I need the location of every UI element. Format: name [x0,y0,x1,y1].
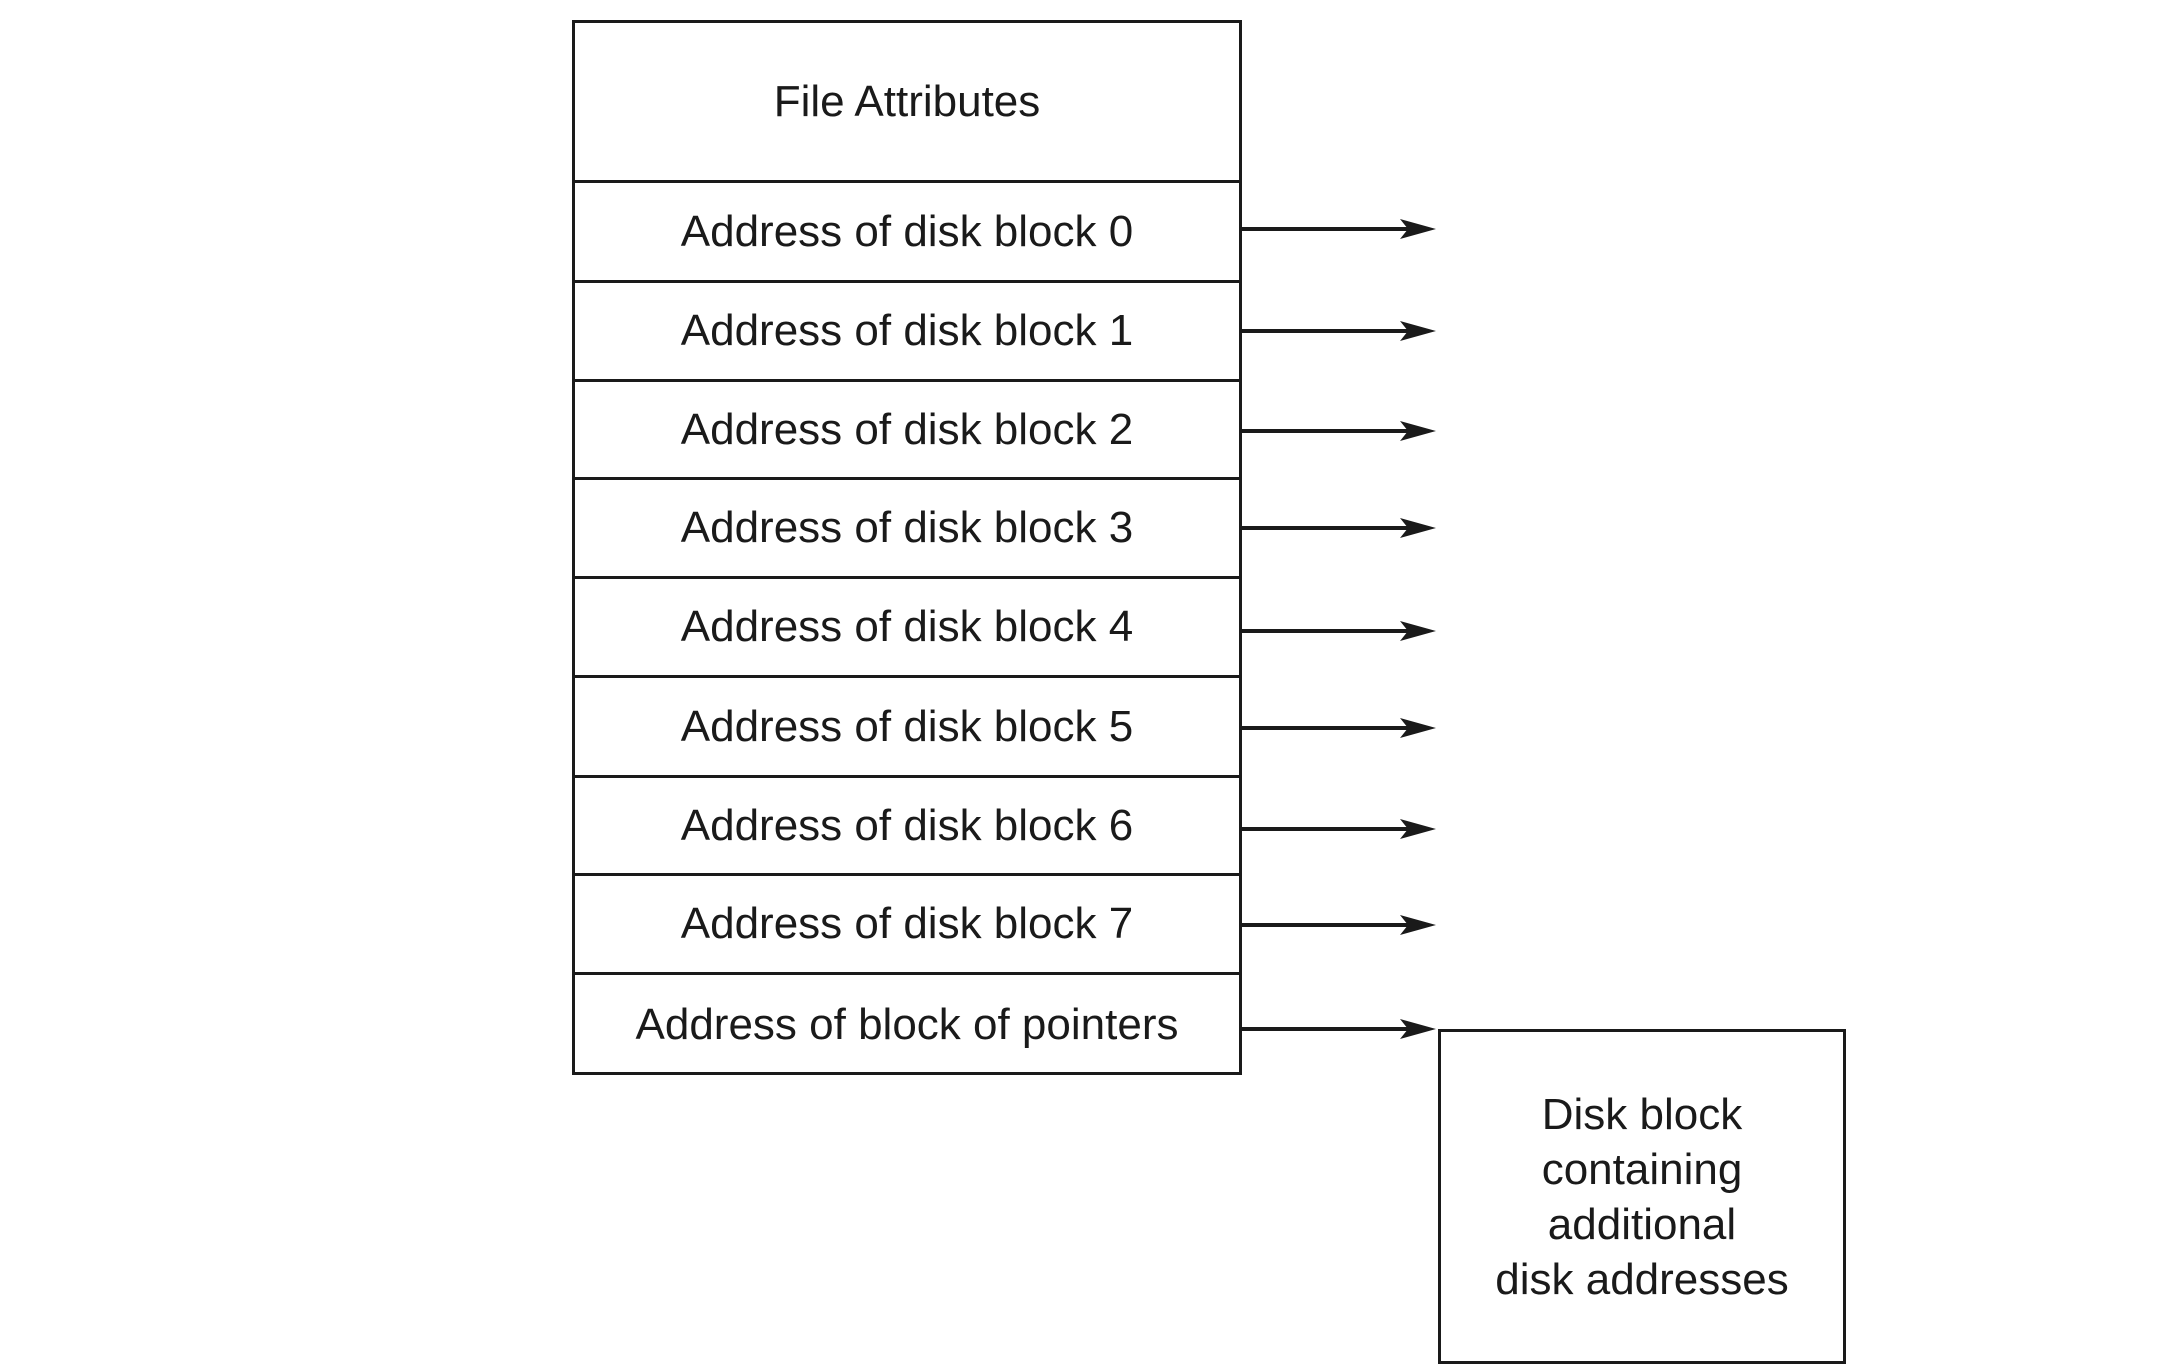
arrow-block-1 [1242,321,1436,341]
arrow-block-3 [1242,518,1436,538]
arrow-block-2 [1242,421,1436,441]
indirect-block-label: Disk block containing additional disk ad… [1495,1089,1789,1304]
disk-block-address-4: Address of disk block 4 [575,576,1239,675]
inode-table: File Attributes Address of disk block 0 … [572,20,1242,1075]
indirect-pointer-block: Disk block containing additional disk ad… [1438,1029,1846,1364]
pointer-block-address: Address of block of pointers [575,972,1239,1075]
disk-block-address-3: Address of disk block 3 [575,477,1239,576]
arrow-block-5 [1242,718,1436,738]
disk-block-address-0: Address of disk block 0 [575,180,1239,280]
arrow-block-0 [1242,219,1436,239]
disk-block-address-2: Address of disk block 2 [575,379,1239,477]
disk-block-address-6: Address of disk block 6 [575,775,1239,873]
arrow-block-7 [1242,915,1436,935]
arrow-block-6 [1242,819,1436,839]
disk-block-address-5: Address of disk block 5 [575,675,1239,775]
arrow-block-4 [1242,621,1436,641]
disk-block-address-7: Address of disk block 7 [575,873,1239,972]
disk-block-address-1: Address of disk block 1 [575,280,1239,379]
arrow-pointer-block [1242,1019,1436,1039]
file-attributes-cell: File Attributes [773,76,1041,126]
